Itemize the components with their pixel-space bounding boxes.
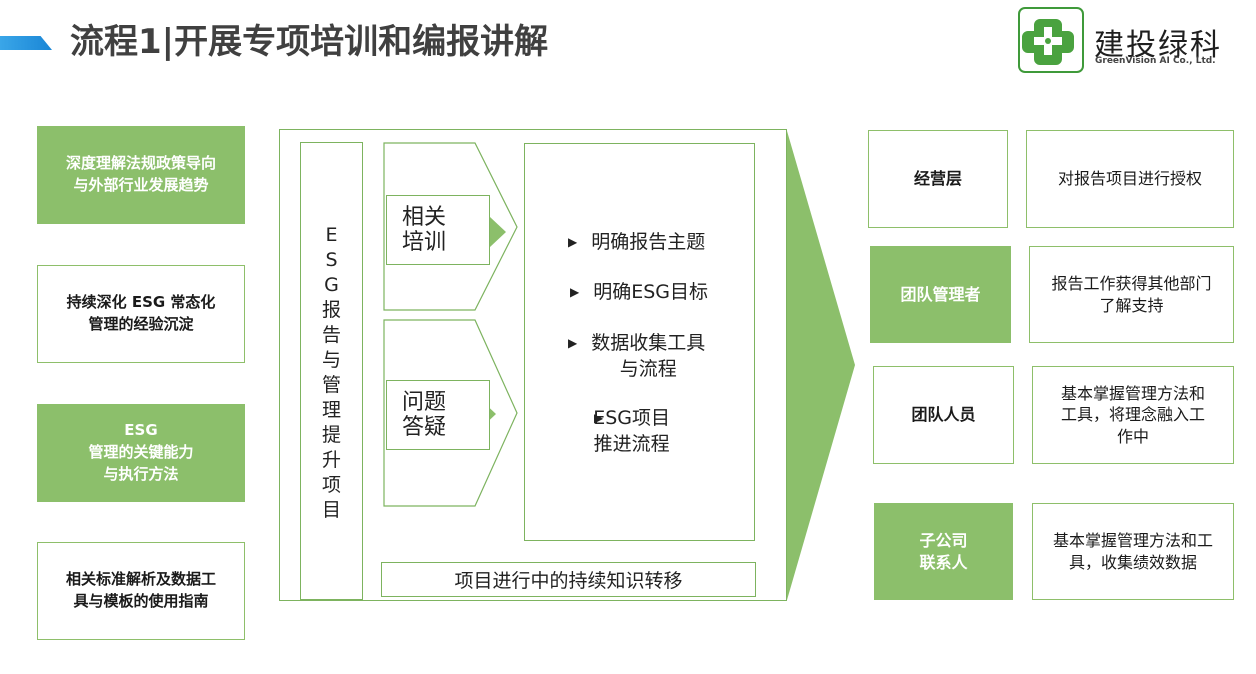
bullet-item: ▶ 数据收集工具 与流程 — [568, 330, 705, 382]
vertical-title-char: G — [324, 274, 339, 296]
role-box: 团队管理者 — [870, 246, 1011, 343]
role-box: 团队人员 — [873, 366, 1014, 464]
big-arrow-head — [787, 131, 855, 600]
role-desc-box: 基本掌握管理方法和 工具，将理念融入工 作中 — [1032, 366, 1234, 464]
vertical-title-char: 理 — [321, 399, 341, 421]
left-item-3: ESG 管理的关键能力 与执行方法 — [37, 404, 245, 502]
vertical-title-char: S — [325, 249, 338, 271]
role-desc-box: 报告工作获得其他部门 了解支持 — [1029, 246, 1234, 343]
label-qa: 问题 答疑 — [386, 380, 490, 450]
vertical-title-char: 提 — [321, 424, 341, 446]
role-desc-box: 基本掌握管理方法和工 具，收集绩效数据 — [1032, 503, 1234, 600]
title-accent-bar — [0, 36, 52, 50]
bullet-item: ▶ESG项目 推进流程 — [593, 405, 671, 457]
role-text: 经营层 — [913, 169, 962, 189]
logo-subtitle: GreenVision AI Co., Ltd. — [1095, 56, 1216, 66]
label-training: 相关 培训 — [386, 195, 490, 265]
vertical-title-char: 告 — [321, 324, 341, 346]
role-desc-text: 对报告项目进行授权 — [1057, 169, 1202, 189]
bullet-triangle-icon: ▶ — [568, 336, 578, 350]
page-title: 流程1|开展专项培训和编报讲解 — [70, 22, 549, 62]
left-item-4: 相关标准解析及数据工 具与模板的使用指南 — [37, 542, 245, 640]
role-desc-box: 对报告项目进行授权 — [1026, 130, 1234, 228]
central-frame — [279, 129, 787, 601]
topics-box — [524, 143, 755, 541]
vertical-title-char: 报 — [321, 299, 341, 321]
vertical-title-char: 升 — [321, 449, 341, 471]
left-item-1: 深度理解法规政策导向 与外部行业发展趋势 — [37, 126, 245, 224]
bullet-text: 明确ESG目标 — [593, 281, 709, 303]
knowledge-transfer-bar: 项目进行中的持续知识转移 — [381, 562, 756, 597]
role-text: 团队人员 — [911, 405, 976, 425]
role-desc-text: 基本掌握管理方法和工 具，收集绩效数据 — [1052, 530, 1213, 572]
label-qa-text: 问题 答疑 — [401, 389, 446, 440]
knowledge-transfer-text: 项目进行中的持续知识转移 — [454, 570, 683, 592]
role-text: 子公司 联系人 — [919, 530, 968, 572]
vertical-title-char: E — [325, 224, 338, 246]
bullet-text: 数据收集工具 与流程 — [591, 332, 706, 380]
arrow-icon — [474, 217, 506, 247]
bullet-triangle-icon: ▶ — [570, 285, 580, 299]
logo-name: 建投绿科 — [1094, 28, 1222, 63]
left-item-text: 持续深化 ESG 常态化 管理的经验沉淀 — [66, 293, 216, 333]
role-box: 经营层 — [868, 130, 1008, 228]
bullet-item: ▶ 明确ESG目标 — [570, 279, 708, 307]
bullet-item: ▶ 明确报告主题 — [568, 229, 705, 257]
vertical-title-char: 目 — [321, 499, 341, 521]
role-box: 子公司 联系人 — [874, 503, 1013, 600]
bullet-text: ESG项目 推进流程 — [593, 407, 671, 455]
bullet-text: 明确报告主题 — [591, 231, 706, 253]
left-item-text: ESG 管理的关键能力 与执行方法 — [88, 421, 194, 483]
left-item-text: 深度理解法规政策导向 与外部行业发展趋势 — [65, 154, 216, 194]
left-item-text: 相关标准解析及数据工 具与模板的使用指南 — [65, 570, 216, 610]
role-text: 团队管理者 — [900, 284, 981, 304]
role-desc-text: 基本掌握管理方法和 工具，将理念融入工 作中 — [1060, 383, 1205, 446]
role-desc-text: 报告工作获得其他部门 了解支持 — [1051, 273, 1212, 315]
vertical-title-char: 管 — [321, 374, 341, 396]
vertical-title-char: 项 — [321, 474, 341, 496]
bullet-triangle-icon: ▶ — [568, 235, 578, 249]
vertical-title-char: 与 — [321, 349, 341, 371]
left-item-2: 持续深化 ESG 常态化 管理的经验沉淀 — [37, 265, 245, 363]
label-training-text: 相关 培训 — [401, 204, 446, 255]
logo-icon — [1018, 7, 1084, 73]
bullet-triangle-icon: ▶ — [594, 411, 604, 425]
